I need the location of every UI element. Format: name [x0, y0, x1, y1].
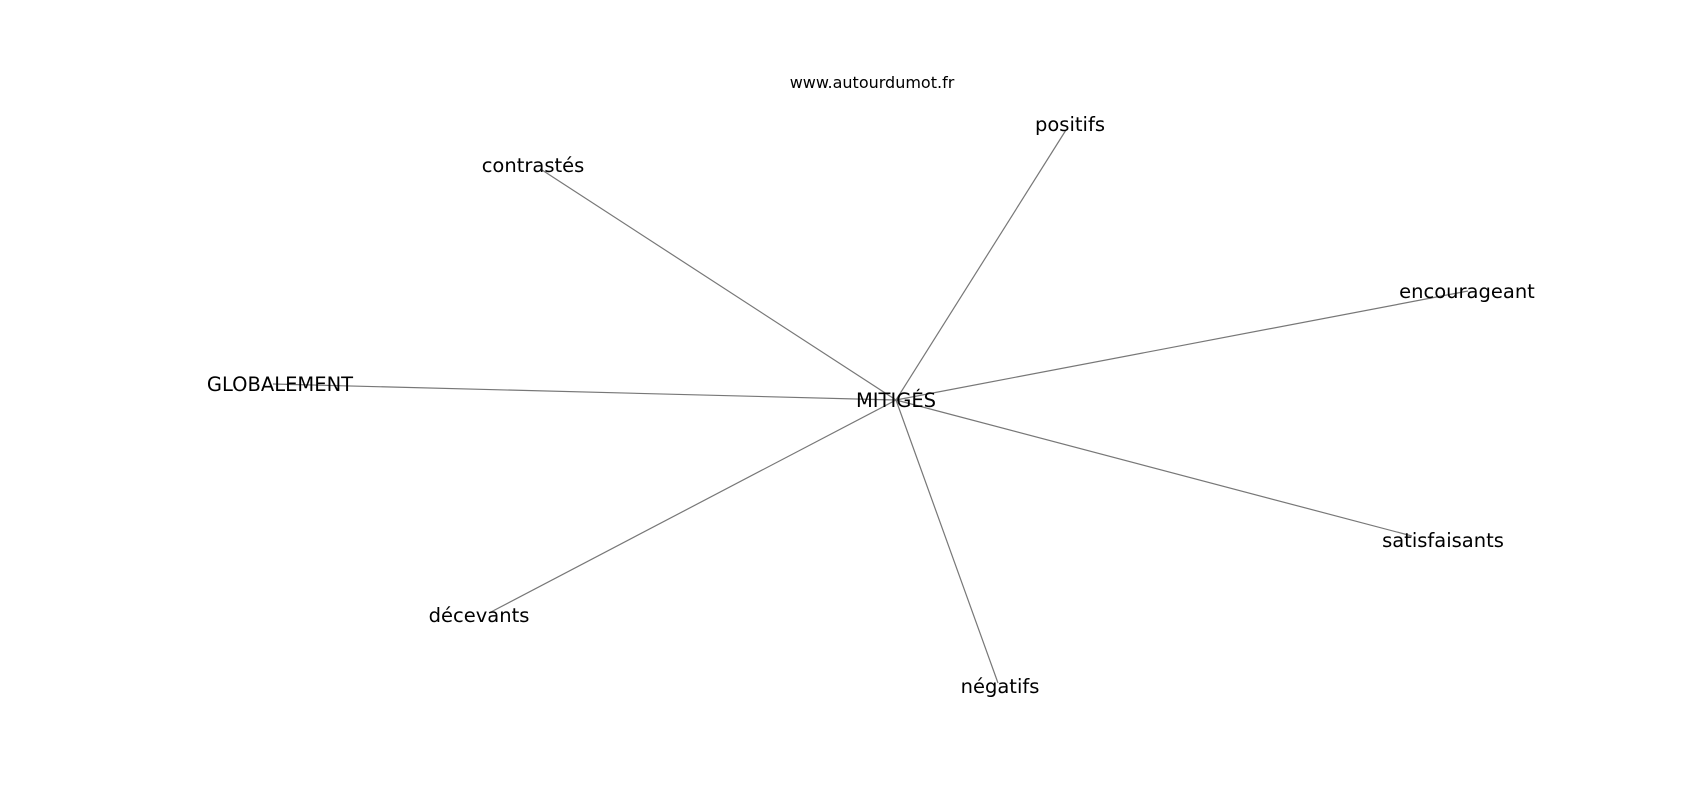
edge-mitiges-negatifs	[895, 399, 999, 684]
edges-layer	[272, 129, 1469, 684]
node-label-contrastes[interactable]: contrastés	[482, 154, 585, 177]
edge-mitiges-decevants	[488, 399, 897, 614]
node-label-encourageant[interactable]: encourageant	[1399, 280, 1535, 303]
center-node-label[interactable]: MITIGÉS	[856, 389, 936, 412]
node-label-decevants[interactable]: décevants	[429, 604, 530, 627]
node-label-globalement[interactable]: GLOBALEMENT	[207, 373, 353, 396]
edge-mitiges-encourageant	[895, 290, 1469, 401]
nodes-layer: MITIGÉS positifs contrastés encourageantGLO…	[207, 113, 1535, 698]
edge-mitiges-positifs	[895, 129, 1067, 401]
node-label-satisfaisants[interactable]: satisfaisants	[1382, 529, 1504, 552]
edge-mitiges-satisfaisants	[895, 399, 1413, 537]
node-label-negatifs[interactable]: négatifs	[961, 675, 1040, 698]
node-label-positifs[interactable]: positifs	[1035, 113, 1105, 136]
edge-mitiges-contrastes	[541, 169, 897, 401]
source-credit: www.autourdumot.fr	[790, 73, 955, 92]
edge-mitiges-globalement	[272, 383, 897, 401]
